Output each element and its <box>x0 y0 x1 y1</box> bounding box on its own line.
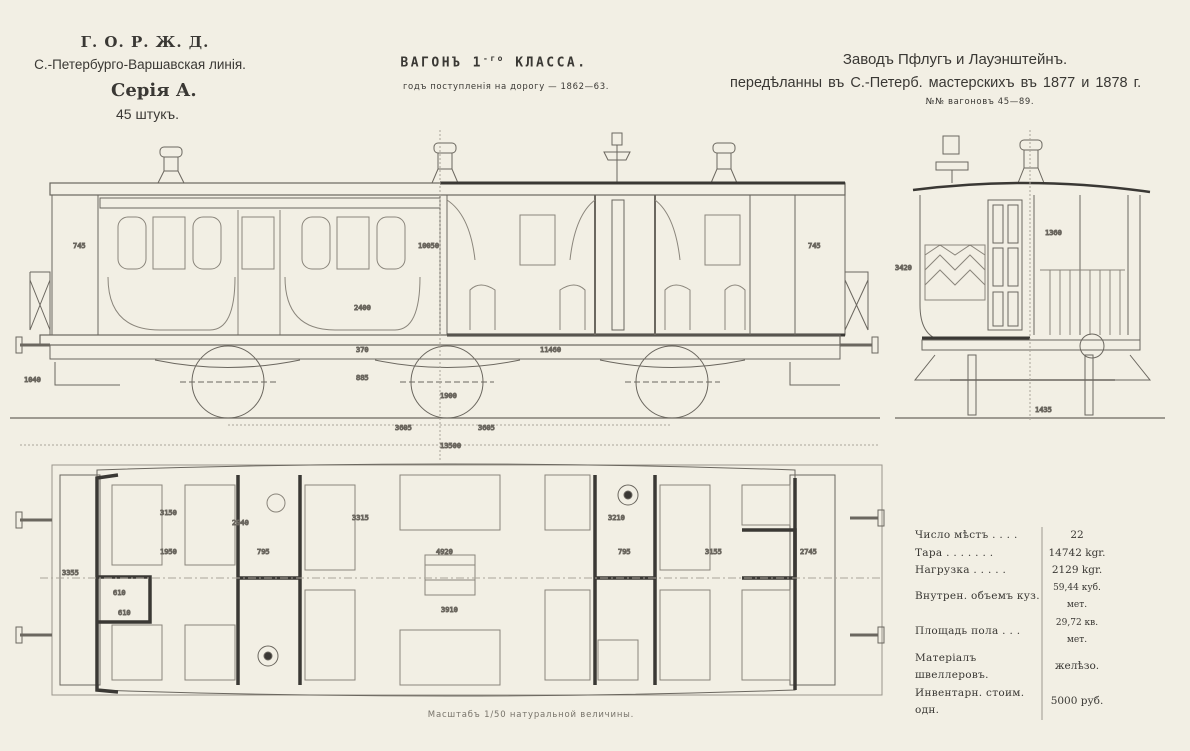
dim-label: 3605 <box>395 424 412 432</box>
spec-row: Площадь пола . . . 29,72 кв. мет. <box>915 614 1108 650</box>
title-rest: КЛАССА. <box>504 55 588 71</box>
manufacturer: Заводъ Пфлугъ и Лауэнштейнъ. <box>842 51 1068 68</box>
dim-label: 11460 <box>540 346 561 354</box>
dim-label: 610 <box>118 609 131 617</box>
year-of-service: годъ поступленія на дорогу — 1862—63. <box>402 82 610 92</box>
dim-label: 2940 <box>232 519 249 527</box>
rebuild-note: передѣланны въ С.-Петерб. мастерскихъ въ… <box>730 75 1142 91</box>
title-superscript: -го <box>483 54 505 63</box>
spec-value: 2129 kgr. <box>1041 562 1108 580</box>
buffer-icon <box>15 336 50 354</box>
dim-label: 3155 <box>705 548 722 556</box>
side-elevation: 745 10050 2400 1040 370 885 3605 3605 13… <box>10 130 1165 460</box>
spec-row: Инвентарн. стоим. одн. 5000 руб. <box>915 684 1108 720</box>
dim-label: 1360 <box>1045 229 1062 237</box>
dim-label: 4920 <box>436 548 453 556</box>
spec-label: Площадь пола . . . <box>915 625 1021 638</box>
dim-label: 745 <box>808 242 821 250</box>
lamp-icon <box>603 132 631 183</box>
spec-label: Нагрузка . . . . . <box>915 564 1007 576</box>
dim-label: 2400 <box>354 304 371 312</box>
spec-label: Матеріалъ швеллеровъ. <box>915 651 989 682</box>
spec-value: желѣзо. <box>1041 649 1108 685</box>
buffer-icon <box>850 509 885 527</box>
dim-label: 1950 <box>160 548 177 556</box>
dim-label: 370 <box>356 346 369 354</box>
railway-abbreviation: Г. О. Р. Ж. Д. <box>80 33 210 51</box>
dim-label: 3355 <box>62 569 79 577</box>
spec-row: Внутрен. объемъ куз.59,44 куб. мет. <box>915 579 1108 615</box>
dim-label: 795 <box>257 548 270 556</box>
dim-label: 3605 <box>478 424 495 432</box>
unit-count: 45 штукъ. <box>116 106 180 122</box>
dim-label: 3210 <box>608 514 625 522</box>
roof-vent-icon <box>1017 139 1045 184</box>
dim-label: 795 <box>618 548 631 556</box>
roof-vent-icon <box>710 142 738 184</box>
dim-label: 610 <box>113 589 126 597</box>
spec-value: 59,44 куб. мет. <box>1041 579 1108 615</box>
spec-label: Тара . . . . . . . <box>915 546 994 559</box>
spec-label: Внутрен. объемъ куз. <box>915 590 1040 603</box>
spec-row: Матеріалъ швеллеровъ. желѣзо. <box>915 649 1108 685</box>
lamp-icon <box>935 135 969 183</box>
dim-label: 13500 <box>440 442 461 450</box>
dim-label: 1040 <box>24 376 41 384</box>
wheel-icon <box>180 345 276 419</box>
drawing-title: ВАГОНЪ 1-го КЛАССА. <box>400 54 587 70</box>
wheel-icon <box>400 345 494 419</box>
roof-vent-icon <box>431 142 459 184</box>
dim-label: 3420 <box>895 264 912 272</box>
dim-label: 1900 <box>440 392 457 400</box>
dim-label: 885 <box>356 374 369 382</box>
buffer-icon <box>840 336 879 354</box>
spec-value: 29,72 кв. мет. <box>1041 614 1108 650</box>
spec-label: Инвентарн. стоим. одн. <box>915 686 1025 717</box>
buffer-icon <box>850 626 885 644</box>
spec-value: 5000 руб. <box>1041 684 1108 720</box>
buffer-icon <box>15 511 52 529</box>
dim-label: 3910 <box>441 606 458 614</box>
spec-label: Число мѣстъ . . . . <box>915 529 1018 541</box>
spec-value: 14742 kgr. <box>1041 544 1108 562</box>
title-main: ВАГОНЪ 1 <box>400 55 484 71</box>
dim-label: 745 <box>73 242 86 250</box>
spec-row: Нагрузка . . . . . 2129 kgr. <box>915 562 1108 580</box>
specifications-table: Число мѣстъ . . . . 22 Тара . . . . . . .… <box>915 527 1108 720</box>
dim-label: 2745 <box>800 548 817 556</box>
buffer-icon <box>15 626 52 644</box>
roof-vent-icon <box>157 146 185 184</box>
wheel-icon <box>625 345 720 419</box>
spec-row: Тара . . . . . . . 14742 kgr. <box>915 544 1108 562</box>
scale-caption: Масштабъ 1/50 натуральной величины. <box>427 710 635 720</box>
dim-label: 3315 <box>352 514 369 522</box>
railway-line-name: С.-Петербурго-Варшавская линія. <box>34 57 246 72</box>
dim-label: 10050 <box>418 242 439 250</box>
floor-plan: 3150 1950 2940 795 3315 4920 3910 610 61… <box>15 463 885 697</box>
series-label: Серія А. <box>111 80 197 101</box>
dim-label: 1435 <box>1035 406 1052 414</box>
end-view-section: 1360 3420 1435 <box>895 130 1152 420</box>
spec-value: 22 <box>1041 527 1108 545</box>
dim-label: 3150 <box>160 509 177 517</box>
car-numbers: №№ вагоновъ 45—89. <box>925 97 1035 107</box>
spec-row: Число мѣстъ . . . . 22 <box>915 527 1108 545</box>
